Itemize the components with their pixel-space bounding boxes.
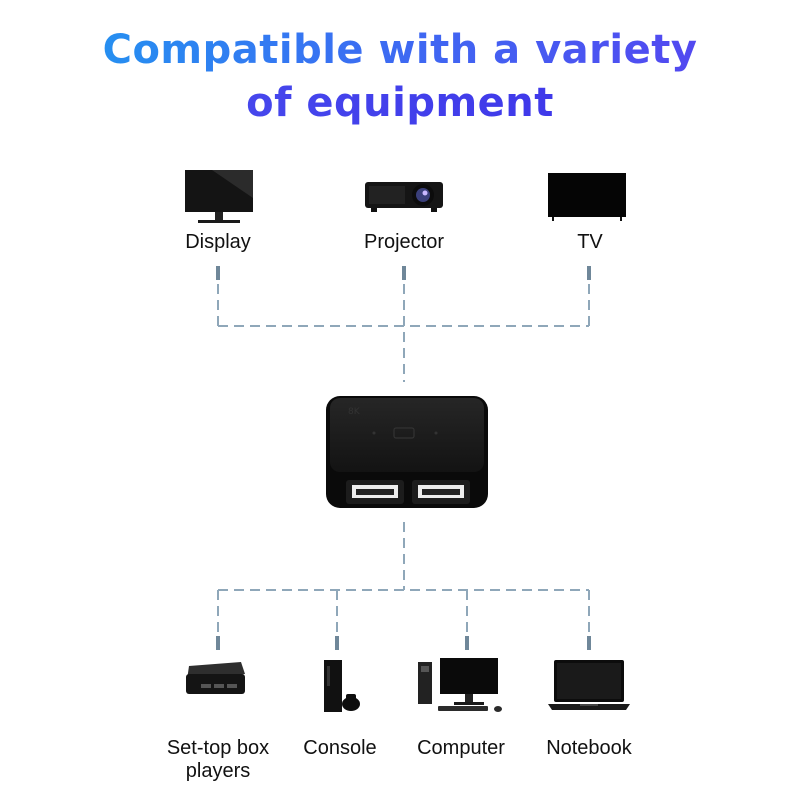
label-display: Display — [185, 231, 251, 253]
monitor-icon — [185, 170, 253, 223]
console-icon — [324, 660, 360, 712]
laptop-icon — [548, 660, 630, 710]
set-top-box-icon — [186, 662, 245, 694]
title-line-1: Compatible with a variety — [0, 27, 800, 73]
hdmi-switch-icon: 8K — [326, 396, 488, 508]
label-computer: Computer — [417, 737, 505, 759]
tv-icon — [548, 173, 626, 221]
label-console: Console — [303, 737, 377, 759]
label-notebook: Notebook — [546, 737, 632, 759]
label-projector: Projector — [363, 231, 445, 253]
desktop-computer-icon — [418, 658, 502, 712]
label-set-top-box: Set-top box players — [166, 737, 270, 782]
title-line-2: of equipment — [0, 80, 800, 126]
projector-icon — [365, 182, 443, 212]
switch-badge: 8K — [348, 407, 361, 417]
label-tv: TV — [577, 231, 603, 253]
